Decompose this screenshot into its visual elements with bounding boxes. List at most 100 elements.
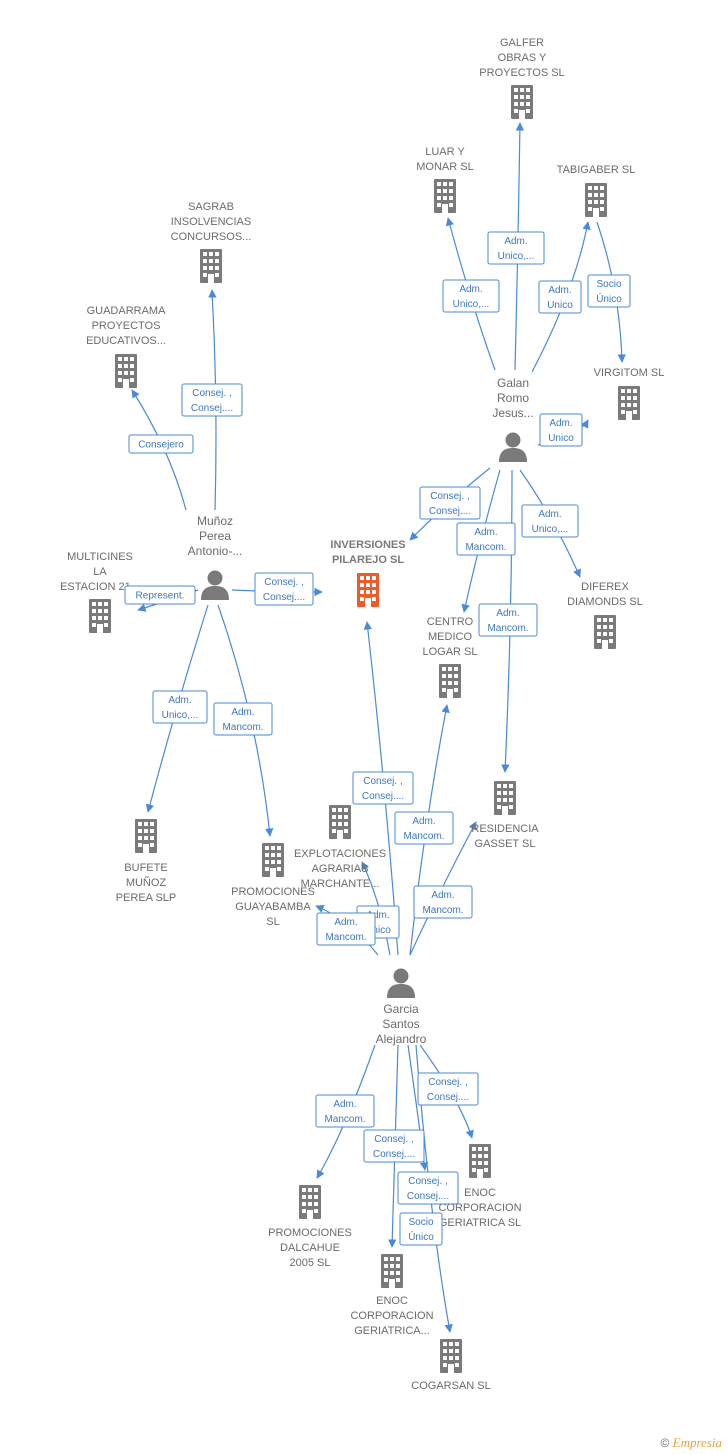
relation-box[interactable] bbox=[587, 274, 631, 308]
relation-label-e20[interactable]: Adm.Mancom. bbox=[316, 912, 376, 946]
building-icon[interactable] bbox=[135, 819, 157, 853]
relation-text: Consej. , bbox=[374, 1134, 413, 1145]
person-icon[interactable] bbox=[499, 432, 527, 463]
relation-label-e22[interactable]: Adm.Mancom. bbox=[315, 1094, 375, 1128]
building-icon[interactable] bbox=[329, 805, 351, 839]
relation-box[interactable] bbox=[124, 585, 196, 605]
company-node-enoc2[interactable]: ENOCCORPORACIONGERIATRICA... bbox=[350, 1254, 434, 1337]
building-icon[interactable] bbox=[299, 1185, 321, 1219]
relation-box[interactable] bbox=[487, 231, 545, 265]
relation-box[interactable] bbox=[413, 885, 473, 919]
relation-box[interactable] bbox=[539, 413, 583, 447]
relation-label-e16[interactable]: Consej. ,Consej.... bbox=[352, 771, 414, 805]
relation-box[interactable] bbox=[417, 1072, 479, 1106]
company-node-tabigaber[interactable]: TABIGABER SL bbox=[557, 164, 636, 217]
relation-box[interactable] bbox=[254, 572, 314, 606]
relation-label-e13[interactable]: Represent. bbox=[124, 585, 196, 605]
relation-box[interactable] bbox=[352, 771, 414, 805]
building-icon[interactable] bbox=[89, 599, 111, 633]
person-icon[interactable] bbox=[387, 968, 415, 999]
company-node-explotaciones[interactable]: EXPLOTACIONESAGRARIASMARCHANTE... bbox=[294, 805, 386, 890]
building-icon[interactable] bbox=[594, 615, 616, 649]
edge-e19 bbox=[361, 861, 391, 956]
building-icon[interactable] bbox=[511, 85, 533, 119]
company-label: ENOC bbox=[464, 1187, 496, 1199]
relation-label-e3[interactable]: Adm.Unico bbox=[538, 280, 582, 314]
relation-label-e17[interactable]: Adm.Mancom. bbox=[394, 811, 454, 845]
building-icon[interactable] bbox=[262, 843, 284, 877]
company-node-cogarsan[interactable]: COGARSAN SL bbox=[411, 1339, 491, 1392]
relation-box[interactable] bbox=[394, 811, 454, 845]
brand-logo[interactable]: Empresia bbox=[672, 1435, 722, 1450]
company-label: CENTRO bbox=[427, 616, 474, 628]
relation-label-e7[interactable]: Adm.Mancom. bbox=[456, 522, 516, 556]
relation-label-e6[interactable]: Consej. ,Consej.... bbox=[419, 486, 481, 520]
relation-box[interactable] bbox=[521, 504, 579, 538]
company-node-guadarrama[interactable]: GUADARRAMAPROYECTOSEDUCATIVOS... bbox=[86, 305, 166, 388]
company-label: EDUCATIVOS... bbox=[86, 335, 166, 347]
building-icon[interactable] bbox=[439, 664, 461, 698]
relation-label-e24[interactable]: Consej. ,Consej.... bbox=[397, 1171, 459, 1205]
person-node-munoz[interactable]: MuñozPereaAntonio-... bbox=[188, 514, 243, 600]
relation-text: Adm. bbox=[549, 418, 572, 429]
relation-box[interactable] bbox=[128, 434, 194, 454]
relation-box[interactable] bbox=[363, 1129, 425, 1163]
relation-label-e8[interactable]: Adm.Unico,... bbox=[521, 504, 579, 538]
relation-box[interactable] bbox=[538, 280, 582, 314]
relation-label-e21[interactable]: Consej. ,Consej.... bbox=[417, 1072, 479, 1106]
relation-box[interactable] bbox=[397, 1171, 459, 1205]
relation-label-e15[interactable]: Adm.Mancom. bbox=[213, 702, 273, 736]
relation-box[interactable] bbox=[419, 486, 481, 520]
relation-label-e11[interactable]: Consejero bbox=[128, 434, 194, 454]
building-icon[interactable] bbox=[200, 249, 222, 283]
person-icon[interactable] bbox=[201, 570, 229, 601]
company-node-virgitom[interactable]: VIRGITOM SL bbox=[594, 367, 665, 420]
relation-label-e10[interactable]: Consej. ,Consej.... bbox=[181, 383, 243, 417]
relation-label-e12[interactable]: Consej. ,Consej.... bbox=[254, 572, 314, 606]
building-icon[interactable] bbox=[381, 1254, 403, 1288]
relation-label-e14[interactable]: Adm.Unico,... bbox=[152, 690, 208, 724]
relation-text: Unico bbox=[548, 433, 574, 444]
building-icon[interactable] bbox=[434, 179, 456, 213]
person-node-galan[interactable]: GalanRomoJesus... bbox=[492, 376, 534, 463]
company-label: MULTICINES bbox=[67, 551, 133, 563]
relation-box[interactable] bbox=[456, 522, 516, 556]
relation-box[interactable] bbox=[181, 383, 243, 417]
relation-label-e23[interactable]: Consej. ,Consej.... bbox=[363, 1129, 425, 1163]
relation-label-e1[interactable]: Adm.Unico,... bbox=[442, 279, 500, 313]
relation-box[interactable] bbox=[316, 912, 376, 946]
relation-box[interactable] bbox=[478, 603, 538, 637]
building-icon[interactable] bbox=[585, 183, 607, 217]
relation-box[interactable] bbox=[315, 1094, 375, 1128]
building-icon[interactable] bbox=[469, 1144, 491, 1178]
building-icon[interactable] bbox=[494, 781, 516, 815]
building-icon[interactable] bbox=[115, 354, 137, 388]
relation-label-e2[interactable]: Adm.Unico,... bbox=[487, 231, 545, 265]
building-icon[interactable] bbox=[618, 386, 640, 420]
relation-box[interactable] bbox=[442, 279, 500, 313]
relation-box[interactable] bbox=[399, 1212, 443, 1246]
relation-box[interactable] bbox=[213, 702, 273, 736]
relation-label-e9[interactable]: Adm.Mancom. bbox=[478, 603, 538, 637]
relation-box[interactable] bbox=[152, 690, 208, 724]
relation-label-e5[interactable]: Adm. Unico bbox=[539, 413, 583, 447]
company-node-sagrab[interactable]: SAGRABINSOLVENCIASCONCURSOS... bbox=[171, 201, 252, 283]
relation-text: Socio bbox=[596, 279, 621, 290]
building-icon[interactable] bbox=[440, 1339, 462, 1373]
building-icon[interactable] bbox=[357, 573, 379, 607]
relation-label-e18[interactable]: Adm.Mancom. bbox=[413, 885, 473, 919]
